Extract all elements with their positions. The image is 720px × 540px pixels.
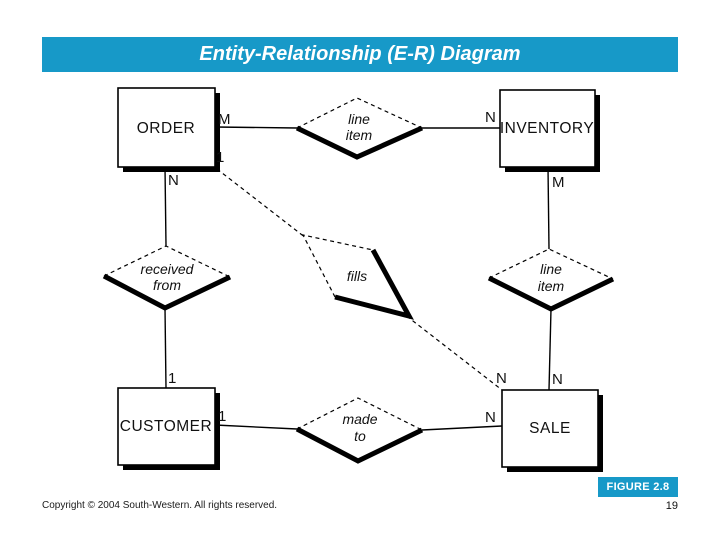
title-bar: Entity-Relationship (E-R) Diagram [42,37,678,72]
cardinality-inventory-lineitem: M [552,174,565,191]
connector-order-lineitem [214,126,298,129]
connector-customer-madeto [214,424,298,430]
cardinality-receivedfrom-customer: 1 [168,370,176,387]
entity-box [499,89,596,168]
entity-order: ORDER [117,87,220,172]
cardinality-madeto-sale: N [485,409,496,426]
entity-label: ORDER [137,120,195,137]
diamond-shadow-edges [487,275,615,312]
diamond-shadow-edges [295,426,424,464]
diamond-dashed-edges [296,397,423,431]
diamond-dashed-edges [103,245,231,278]
connector-receivedfrom-customer [164,307,167,389]
relationship-label: to [354,428,366,444]
diamond-shape [303,235,409,316]
cardinality-fills-sale: N [496,370,507,387]
relationship-label: line [540,261,562,277]
figure-badge: FIGURE 2.8 [598,477,678,497]
relationship-label: from [153,277,181,293]
diamond-shadow-edges [102,273,232,311]
copyright-text: Copyright © 2004 South-Western. All righ… [42,500,278,511]
slide-title: Entity-Relationship (E-R) Diagram [199,43,521,65]
cardinality-order-lineitem: M [218,111,231,128]
diamond-dashed-edges [488,248,614,280]
relationship-line-item-right: line item [487,248,615,312]
relationship-label: item [346,127,373,143]
entity-box [117,87,216,168]
cardinality-lineitem-inventory: N [485,109,496,126]
diamond-shadow-edges [334,248,414,320]
cardinality-lineitem-sale: N [552,371,563,388]
entity-customer: CUSTOMER [117,387,220,470]
relationship-fills: fills [301,234,414,320]
cardinality-customer-madeto: 1 [218,408,226,425]
page-number: 19 [665,500,678,512]
entity-label: INVENTORY [500,120,594,137]
entity-label: SALE [529,420,571,437]
relationship-label: made [342,411,377,427]
relationship-label: fills [347,268,367,284]
connector-lineitem-sale [548,308,552,391]
diamond-dashed-edges [301,234,374,298]
relationship-line-item-top: line item [295,97,424,160]
connector-madeto-sale [421,425,503,431]
relationship-label: item [538,278,565,294]
cardinality-order-receivedfrom: N [168,172,179,189]
entity-label: CUSTOMER [120,418,212,435]
connector-order-receivedfrom [164,166,167,247]
cardinality-order-fills: 1 [216,149,224,166]
relationship-received-from: received from [102,245,232,311]
diamond-dashed-edges [296,97,423,129]
relationship-label: line [348,111,370,127]
entity-sale: SALE [501,389,603,472]
relationship-made-to: made to [295,397,424,464]
entity-inventory: INVENTORY [499,89,600,172]
diamond-shadow-edges [295,125,424,160]
connector-inventory-lineitem [547,166,550,250]
entity-box [501,389,599,468]
entity-box [117,387,216,466]
figure-label: FIGURE 2.8 [606,481,670,493]
relationship-label: received [141,261,195,277]
